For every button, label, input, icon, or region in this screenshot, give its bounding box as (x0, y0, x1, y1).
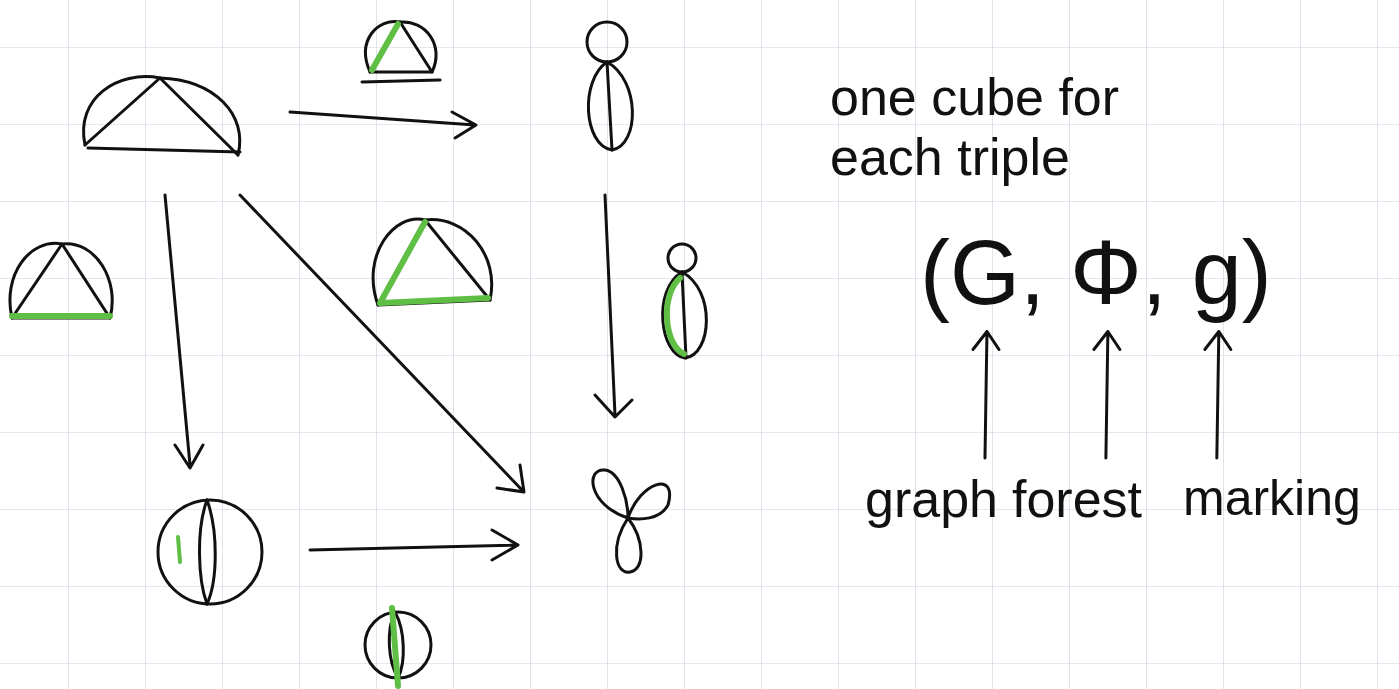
small-loop-theta-graph (663, 244, 707, 358)
loop-theta-graph (587, 22, 632, 150)
pointer-arrow (1094, 332, 1120, 459)
arrow (595, 195, 632, 417)
arrow (290, 112, 476, 138)
small-triangle (362, 22, 440, 82)
triangle-graph (84, 77, 240, 155)
small-circle-graph (365, 608, 431, 686)
note-text: one cube for each triple (830, 68, 1140, 188)
annotation-text: graph (865, 470, 998, 530)
arrow (165, 195, 203, 468)
small-triangle (10, 243, 112, 318)
circle-chord-graph (158, 500, 262, 604)
arrow (310, 530, 518, 560)
annotation-text: marking (1183, 470, 1361, 528)
bouquet-graph (593, 470, 670, 572)
annotation-text: forest (1012, 470, 1142, 530)
pointer-arrow (1205, 332, 1231, 459)
tuple-text: (G, Φ, g) (920, 222, 1272, 326)
pointer-arrow (973, 332, 999, 459)
arrow (240, 195, 524, 492)
small-triangle (373, 219, 492, 305)
